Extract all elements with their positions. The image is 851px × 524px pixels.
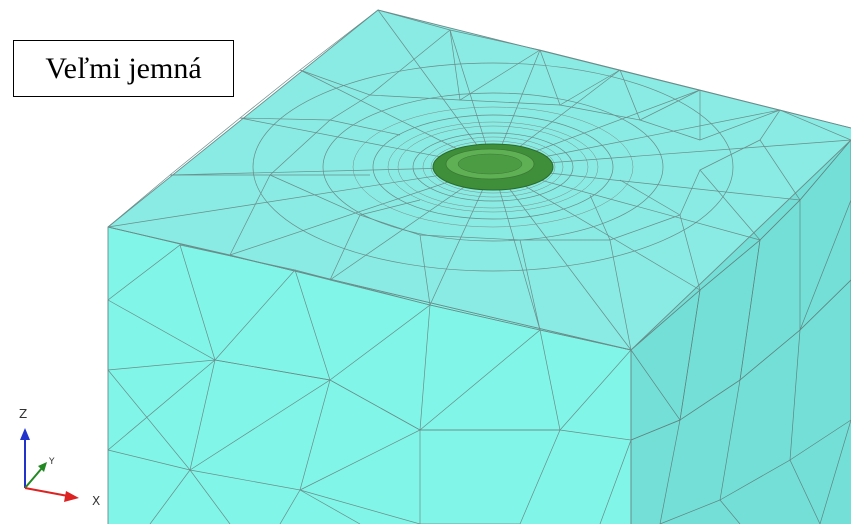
y-axis-line: [24, 467, 43, 489]
cube-outline: [107, 9, 851, 524]
mesh-front-face: [108, 227, 631, 524]
mesh-fine-rings: [352, 106, 634, 228]
x-axis-label: X: [92, 494, 100, 508]
x-axis-line: [24, 487, 69, 497]
axis-triad: Z Y X: [19, 407, 100, 508]
z-axis-label: Z: [19, 407, 27, 421]
pile-element: [432, 143, 554, 191]
mesh-side-face: [631, 140, 851, 524]
z-axis-arrow: [20, 428, 30, 440]
x-axis-arrow: [64, 491, 79, 502]
mesh-density-label: Veľmi jemná: [13, 40, 234, 97]
y-axis-arrow: [38, 462, 47, 472]
mesh-density-text: Veľmi jemná: [45, 51, 202, 85]
y-axis-label: Y: [48, 457, 55, 467]
